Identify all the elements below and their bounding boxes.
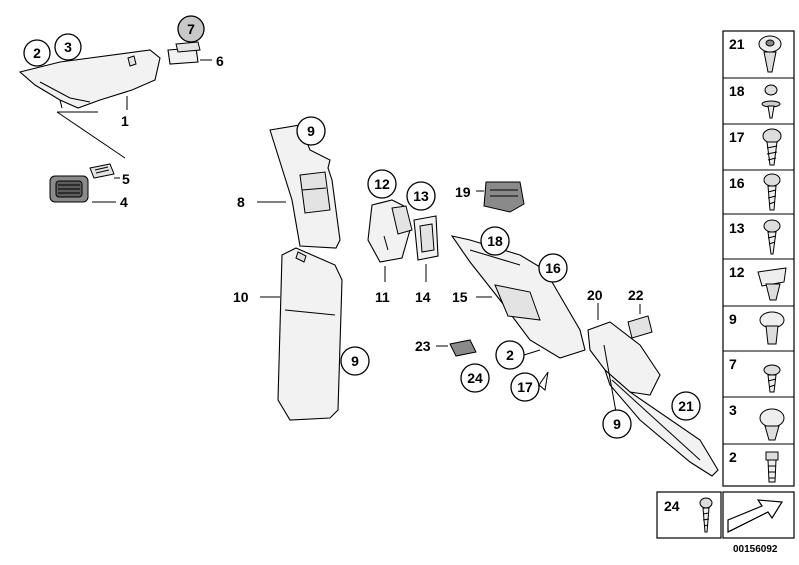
legend-cell-9: 9: [729, 311, 737, 327]
callout-16: 16: [545, 260, 561, 276]
legend-cell-18: 18: [729, 83, 745, 99]
callout-9-lower: 9: [351, 353, 359, 369]
label-22: 22: [628, 287, 644, 303]
callout-12: 12: [374, 176, 390, 192]
part-20-long-trim: [587, 321, 719, 477]
label-5: 5: [122, 171, 130, 187]
callout-circle-9b: [340, 346, 370, 376]
callout-circle-16: [538, 253, 568, 283]
part-1-trim: [18, 49, 161, 109]
label-19: 19: [455, 184, 471, 200]
part-4-vent: [49, 175, 89, 203]
label-6: 6: [216, 53, 224, 69]
fastener-21-icon: [758, 35, 782, 73]
callout-circle-3: [54, 33, 82, 61]
callout-circle-24: [460, 363, 490, 393]
legend-cell-12: 12: [729, 264, 745, 280]
label-23: 23: [415, 338, 431, 354]
leader-9c: [603, 344, 617, 413]
callout-3: 3: [64, 39, 72, 55]
diagram-code: 00156092: [733, 544, 778, 555]
callout-9-right: 9: [613, 416, 621, 432]
part-15-pillar-trim: [450, 235, 586, 359]
callout-2-middle: 2: [506, 347, 514, 363]
callout-circle-21: [671, 391, 701, 421]
part-22-clip: [627, 315, 653, 339]
callout-circle-2: [23, 39, 51, 67]
legend-panel: [722, 30, 795, 487]
callout-circle-18: [480, 226, 510, 256]
screw-7-icon: [763, 364, 781, 393]
leader-1-5a: [56, 111, 126, 159]
part-5-grille: [89, 163, 115, 179]
screw-13-icon: [763, 219, 781, 255]
part-11-belt-guide: [367, 199, 413, 263]
part-23-clip: [449, 339, 477, 357]
legend-cell-24: 24: [664, 498, 680, 514]
label-20: 20: [587, 287, 603, 303]
legend-cell-21: 21: [729, 36, 745, 52]
label-10: 10: [233, 289, 249, 305]
callout-circle-7: [177, 15, 205, 43]
label-8: 8: [237, 194, 245, 210]
part-10-pillar-lower: [277, 247, 343, 421]
label-14: 14: [415, 289, 431, 305]
bolt-2-icon: [765, 451, 779, 483]
clip-12-icon: [757, 267, 787, 301]
callout-9-upper: 9: [307, 123, 315, 139]
legend-cell-2: 2: [729, 449, 737, 465]
label-4: 4: [120, 194, 128, 210]
arrow-icon: [727, 499, 784, 533]
callout-13: 13: [413, 188, 429, 204]
part-19-clip: [483, 181, 525, 213]
legend-cell-17: 17: [729, 129, 745, 145]
callout-2: 2: [33, 45, 41, 61]
screw-18-icon: [761, 84, 781, 119]
leader-2-17: [523, 349, 549, 391]
callout-circle-17: [510, 372, 540, 402]
label-15: 15: [452, 289, 468, 305]
screw-16-icon: [763, 173, 781, 211]
part-14-cover: [413, 215, 439, 261]
legend-cell-7: 7: [729, 356, 737, 372]
callout-18: 18: [487, 233, 503, 249]
legend-cell-16: 16: [729, 175, 745, 191]
legend-cell-3: 3: [729, 402, 737, 418]
callout-21: 21: [678, 398, 694, 414]
part-6-clip: [167, 41, 201, 65]
clip-9-icon: [759, 311, 785, 345]
label-1: 1: [121, 113, 129, 129]
callout-17: 17: [517, 379, 533, 395]
callout-circle-9a: [296, 116, 326, 146]
screw-24-icon: [699, 497, 713, 533]
callout-circle-9c: [602, 409, 632, 439]
part-8-pillar-upper: [269, 124, 341, 249]
callout-24: 24: [467, 370, 483, 386]
callout-circle-12: [367, 169, 397, 199]
label-11: 11: [375, 289, 390, 305]
callout-7: 7: [187, 21, 195, 37]
legend-cell-13: 13: [729, 220, 745, 236]
clip-3-icon: [759, 408, 785, 441]
screw-17-icon: [762, 128, 782, 166]
callout-circle-13: [406, 181, 436, 211]
